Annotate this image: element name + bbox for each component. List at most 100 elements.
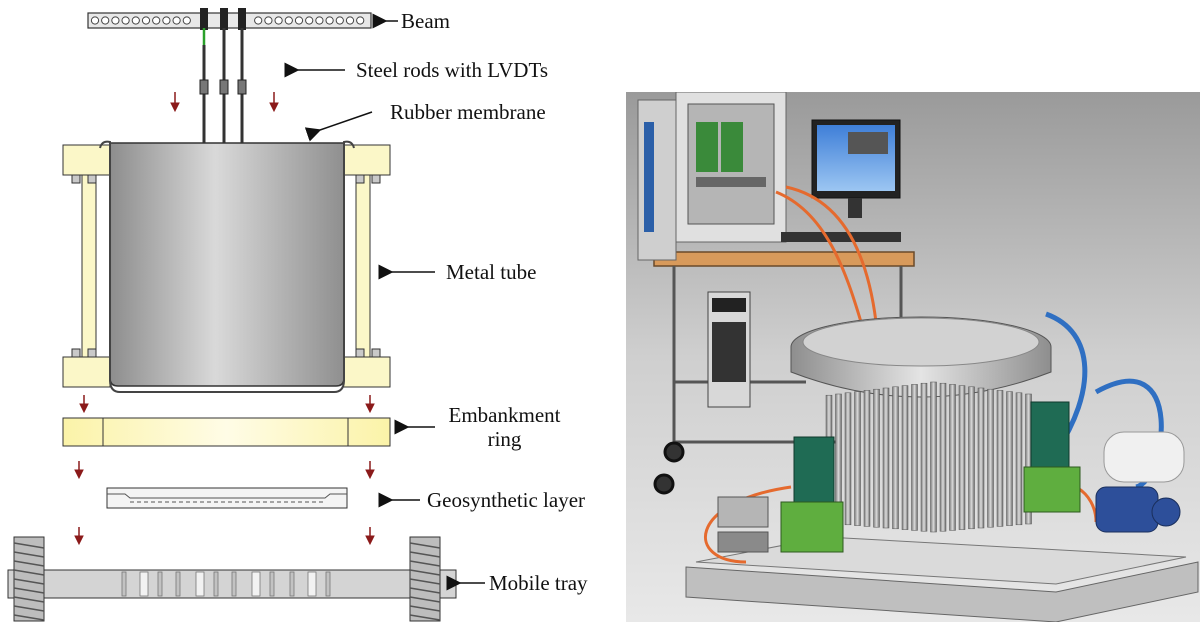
schematic-diagram bbox=[7, 8, 485, 622]
photo-rod bbox=[882, 387, 890, 529]
photo-rod bbox=[920, 382, 928, 532]
label-geosynthetic-layer: Geosynthetic layer bbox=[427, 488, 586, 512]
tray-thread bbox=[13, 614, 45, 621]
label-embankment-ring-line1: Embankment bbox=[448, 403, 561, 427]
photo-rod bbox=[1015, 392, 1023, 526]
label-embankment-ring: Embankment ring bbox=[437, 403, 572, 451]
tray-thread bbox=[13, 587, 45, 594]
photo-rod bbox=[863, 390, 871, 527]
beam-hole bbox=[111, 16, 120, 25]
tray-slot bbox=[307, 571, 317, 597]
beam-hole bbox=[335, 16, 344, 25]
beam-hole bbox=[274, 16, 283, 25]
label-beam: Beam bbox=[401, 9, 450, 33]
photo-rod bbox=[949, 384, 956, 531]
beam-hole bbox=[254, 16, 263, 25]
photo-rod bbox=[958, 385, 966, 530]
tray-slot bbox=[325, 571, 331, 597]
tray-thread bbox=[409, 587, 441, 594]
tray-slot bbox=[269, 571, 275, 597]
beam-hole bbox=[182, 16, 191, 25]
beam-hole bbox=[172, 16, 181, 25]
beam-hole bbox=[152, 16, 161, 25]
load-arrows-bottom bbox=[74, 527, 375, 546]
tray-slot bbox=[213, 571, 219, 597]
beam-hole bbox=[121, 16, 130, 25]
photo-rod bbox=[901, 385, 909, 530]
tray-thread bbox=[13, 596, 45, 603]
beam-hole bbox=[305, 16, 314, 25]
photo-rod bbox=[911, 384, 918, 531]
label-metal-tube: Metal tube bbox=[446, 260, 537, 284]
beam-hole bbox=[90, 16, 100, 25]
photo-rod bbox=[854, 391, 861, 526]
photo-actuators bbox=[780, 401, 1081, 553]
tray-threads bbox=[13, 542, 441, 621]
tray-slots bbox=[121, 571, 331, 597]
beam-hole bbox=[345, 16, 355, 25]
tray-slot bbox=[139, 571, 149, 597]
tray-slot bbox=[175, 571, 181, 597]
tray-thread bbox=[13, 569, 45, 576]
load-arrows-top bbox=[170, 92, 279, 113]
tray-slot bbox=[157, 571, 163, 597]
photo-rod bbox=[844, 392, 852, 526]
tray-slot bbox=[231, 571, 237, 597]
tray-thread bbox=[409, 596, 441, 603]
label-steel-rods: Steel rods with LVDTs bbox=[356, 58, 549, 82]
beam-hole bbox=[131, 16, 140, 25]
photo-small-devices bbox=[717, 496, 769, 553]
label-mobile-tray: Mobile tray bbox=[489, 571, 588, 595]
tray-thread bbox=[409, 569, 441, 576]
mobile-tray bbox=[7, 536, 457, 622]
tray-thread bbox=[13, 578, 45, 585]
beam-hole bbox=[325, 16, 334, 25]
tray-slot bbox=[289, 571, 295, 597]
metal-tube bbox=[62, 140, 391, 393]
tray-thread bbox=[409, 542, 441, 549]
load-arrows-low bbox=[74, 461, 375, 480]
photo-rod bbox=[968, 386, 975, 530]
tray-thread bbox=[13, 560, 45, 567]
label-rubber-membrane: Rubber membrane bbox=[390, 100, 546, 124]
tray-slot bbox=[251, 571, 261, 597]
photo-rod bbox=[987, 388, 994, 528]
tray-thread bbox=[409, 578, 441, 585]
photo-control-cabinet bbox=[637, 92, 787, 261]
beam bbox=[87, 12, 372, 29]
beam-hole bbox=[284, 16, 293, 25]
beam-hole bbox=[356, 16, 365, 25]
photo-rod bbox=[977, 387, 985, 529]
photo-rod bbox=[996, 390, 1004, 527]
beam-hole bbox=[294, 16, 304, 25]
photo-rod bbox=[930, 381, 937, 533]
tray-thread bbox=[13, 551, 45, 558]
photo-rod bbox=[939, 382, 947, 532]
label-embankment-ring-line2: ring bbox=[487, 427, 522, 451]
tray-thread bbox=[13, 605, 45, 612]
beam-hole bbox=[315, 16, 324, 25]
photo-rod bbox=[1006, 391, 1013, 526]
photo-monitor bbox=[781, 119, 901, 242]
tray-thread bbox=[409, 614, 441, 621]
beam-holes bbox=[90, 16, 365, 25]
tray-thread bbox=[409, 605, 441, 612]
leader-arrows bbox=[284, 13, 485, 591]
photo-pc-tower bbox=[707, 291, 751, 408]
photo-rod bbox=[892, 386, 899, 530]
photo-rod bbox=[873, 388, 880, 528]
beam-hole bbox=[162, 16, 171, 25]
embankment-ring bbox=[62, 417, 391, 447]
load-arrows-mid bbox=[79, 395, 375, 414]
geosynthetic-layer bbox=[106, 487, 348, 509]
apparatus-photo bbox=[626, 92, 1200, 622]
tray-slot bbox=[121, 571, 127, 597]
photo-drum bbox=[790, 316, 1052, 398]
tray-slot bbox=[195, 571, 205, 597]
beam-hole bbox=[264, 16, 273, 25]
tray-thread bbox=[409, 551, 441, 558]
tray-thread bbox=[409, 560, 441, 567]
photo-support-rods bbox=[825, 381, 1032, 533]
photo-pump bbox=[1095, 431, 1185, 533]
